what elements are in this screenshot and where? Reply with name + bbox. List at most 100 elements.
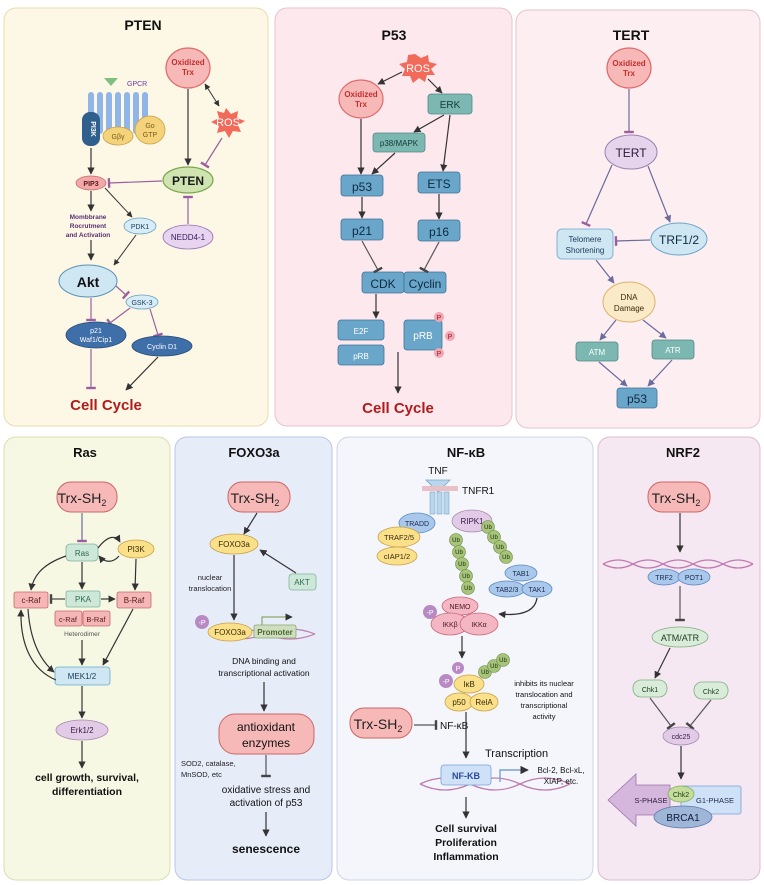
pten-node <box>162 166 214 194</box>
nrf2-trx-sh-node <box>647 481 711 513</box>
pka-node <box>65 590 101 608</box>
pten-ros-label: ROS <box>216 117 240 129</box>
membrane-text-1: Mombbrane <box>70 214 107 221</box>
foxo3a-node <box>209 533 259 555</box>
p53-node-label: p53 <box>352 180 372 194</box>
pip3-node <box>75 175 107 191</box>
chk1-node <box>632 679 668 698</box>
nrf2-trx-sh-label: Trx-SH2 <box>652 490 701 508</box>
pten-p21-node <box>65 321 127 349</box>
brca1-label: BRCA1 <box>666 813 700 824</box>
tert-oxidized-trx-l2: Trx <box>623 69 636 78</box>
go-label: Go <box>145 123 154 130</box>
nfkb-p-1 <box>452 662 464 674</box>
p53-title: P53 <box>382 27 407 43</box>
rela-node <box>469 692 499 712</box>
targets-l1: Bcl-2, Bcl-xL, <box>537 766 584 775</box>
gbg-node <box>102 126 134 146</box>
nfkb-panel <box>336 436 594 881</box>
svg-text:Ub: Ub <box>499 658 507 664</box>
prb-node-2 <box>337 344 385 366</box>
svg-text:Ub: Ub <box>452 538 460 544</box>
ub-chain-left: Ub Ub Ub Ub Ub <box>449 533 475 595</box>
heterodimer-label: Heterodimer <box>64 631 101 638</box>
telomere-l1: Telomere <box>569 235 602 244</box>
chk2-node <box>693 681 729 700</box>
p53-tert-label: p53 <box>627 392 647 406</box>
craf2-node <box>54 610 83 627</box>
targets-l2: XIAP, etc. <box>544 777 579 786</box>
nrf2-dna-helix <box>602 559 754 569</box>
ikkb-label: IKKβ <box>442 622 457 629</box>
antioxidant-l1: antioxidant <box>237 720 296 734</box>
sod-l2: MnSOD, etc <box>181 770 222 779</box>
pten-oxidized-trx-l2: Trx <box>182 68 195 77</box>
tert-oxidized-trx <box>606 47 652 89</box>
nuclear-l1: nuclear <box>198 573 223 582</box>
p53-ros-label: ROS <box>406 63 430 75</box>
ras-outcome-1: cell growth, survival, <box>35 772 139 784</box>
nedd4-label: NEDD4-1 <box>171 233 206 242</box>
svg-text:Ub: Ub <box>455 550 463 556</box>
foxo-trx-sh-label: Trx-SH2 <box>231 490 280 508</box>
erk-p53-node <box>427 93 473 115</box>
phospho-p3 <box>434 348 444 358</box>
membrane-text-3: and Activation <box>66 232 111 239</box>
p53-panel <box>274 7 513 427</box>
inhibits-l3: transcriptional <box>521 701 568 710</box>
ras-node <box>65 543 99 562</box>
ras-pi3k-label: PI3K <box>127 545 145 554</box>
telomere-l2: Shortening <box>566 246 605 255</box>
p53-oxidized-trx-l1: Oxidized <box>344 90 377 99</box>
dna-damage-l2: Damage <box>614 304 645 313</box>
braf2-label: B-Raf <box>86 615 106 624</box>
p53-node <box>340 174 384 197</box>
nrf2-panel <box>597 436 761 881</box>
pten-oxidized-trx-l1: Oxidized <box>171 58 204 67</box>
atr-tert-label: ATR <box>665 346 681 355</box>
p53-ros-burst <box>399 54 437 83</box>
foxo-trx-sh-node <box>227 481 291 513</box>
pten-panel <box>3 7 269 427</box>
erk12-node <box>55 719 109 741</box>
p16-node <box>417 219 461 242</box>
promoter-box <box>253 624 297 639</box>
atm-tert-label: ATM <box>589 348 606 357</box>
pdk1-label: PDK1 <box>131 224 149 231</box>
ub-chain-right: Ub Ub Ub Ub <box>481 520 513 564</box>
ikka-node <box>459 612 499 636</box>
pten-ros-burst <box>211 108 245 138</box>
ciap-label: cIAP1/2 <box>384 552 410 561</box>
nfkb-dna-label: NF-KB <box>452 771 480 781</box>
foxo3a-node-label: FOXO3a <box>218 540 250 549</box>
mek-label: MEK1/2 <box>68 672 97 681</box>
p53-oxidized-trx <box>338 79 384 119</box>
tert-node-label: TERT <box>615 146 647 160</box>
pka-label: PKA <box>75 595 92 604</box>
nfkb-trx-sh-label: Trx-SH2 <box>354 716 403 734</box>
pi3k-pten-label: PI3K <box>89 121 96 137</box>
pten-cell-cycle: Cell Cycle <box>70 397 142 414</box>
trf2-label: TRF2 <box>655 575 673 582</box>
e2f-node <box>337 319 385 341</box>
nrf2-title: NRF2 <box>666 445 700 460</box>
svg-text:Ub: Ub <box>464 586 472 592</box>
g1-phase-label: G1-PHASE <box>696 796 734 805</box>
p21-p53-node <box>340 218 384 241</box>
ras-node-label: Ras <box>75 549 89 558</box>
antioxidant-node <box>218 713 315 755</box>
craf2-label: c-Raf <box>59 615 78 624</box>
nfkb-dna-box <box>440 764 492 786</box>
nfkb-p-1-label: P <box>456 666 461 673</box>
cdk-label: CDK <box>370 277 395 291</box>
foxo-akt-node <box>288 573 317 591</box>
gsk3-label: GSK-3 <box>131 300 152 307</box>
erk-p53-label: ERK <box>440 100 461 111</box>
svg-text:Ub: Ub <box>458 562 466 568</box>
svg-text:Ub: Ub <box>490 664 498 670</box>
telomere-node <box>556 228 614 260</box>
go-gtp-node <box>134 115 166 145</box>
traf-label: TRAF2/5 <box>384 533 414 542</box>
prb-label-1: pRB <box>413 331 433 342</box>
